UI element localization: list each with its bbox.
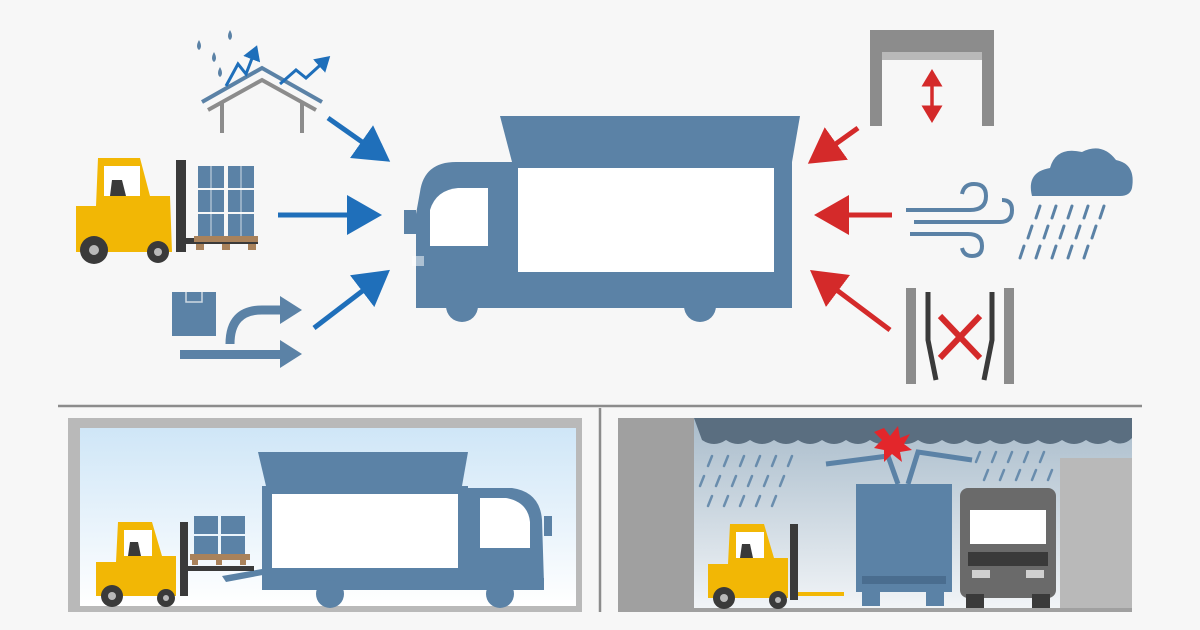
- red-arrow-top: [807, 125, 860, 164]
- box-reroute-icon: [172, 292, 302, 368]
- blue-arrow-bottom: [312, 269, 390, 330]
- rain-collision-scene: [618, 418, 1132, 612]
- wind-rain-icon: [906, 148, 1133, 260]
- indoor-loading-scene: [68, 418, 582, 612]
- blue-arrow-top: [326, 115, 391, 162]
- wing-truck-icon: [404, 116, 800, 322]
- roof-rain-vent-icon: [197, 30, 331, 133]
- red-arrow-bottom: [810, 270, 892, 332]
- narrow-gap-blocked-icon: [906, 288, 1014, 384]
- forklift-loading-icon: [76, 158, 258, 264]
- door-height-icon: [870, 30, 994, 126]
